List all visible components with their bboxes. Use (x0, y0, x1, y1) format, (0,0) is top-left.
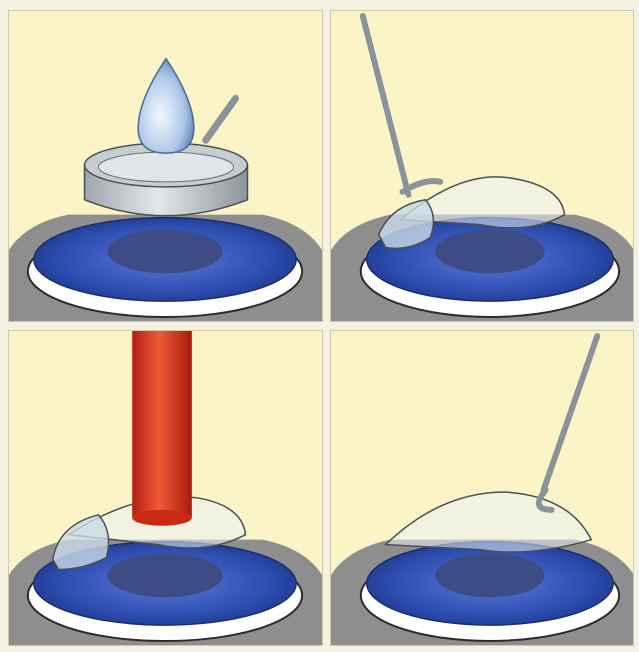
pupil (107, 230, 222, 274)
pupil (107, 554, 222, 598)
panel-step-4 (330, 330, 634, 646)
panel-step-1 (8, 10, 323, 322)
step-2-illustration (331, 11, 633, 321)
pupil (435, 230, 544, 274)
eye (331, 540, 633, 645)
step-4-illustration (331, 331, 633, 645)
pupil (435, 554, 544, 598)
laser-beam (132, 331, 192, 518)
step-3-illustration (9, 331, 322, 645)
eye (9, 215, 322, 321)
eye (331, 215, 633, 321)
alcohol-well (85, 143, 248, 216)
panel-step-2 (330, 10, 634, 322)
laser-spot (132, 510, 192, 526)
step-1-illustration (9, 11, 322, 321)
panel-step-3 (8, 330, 323, 646)
